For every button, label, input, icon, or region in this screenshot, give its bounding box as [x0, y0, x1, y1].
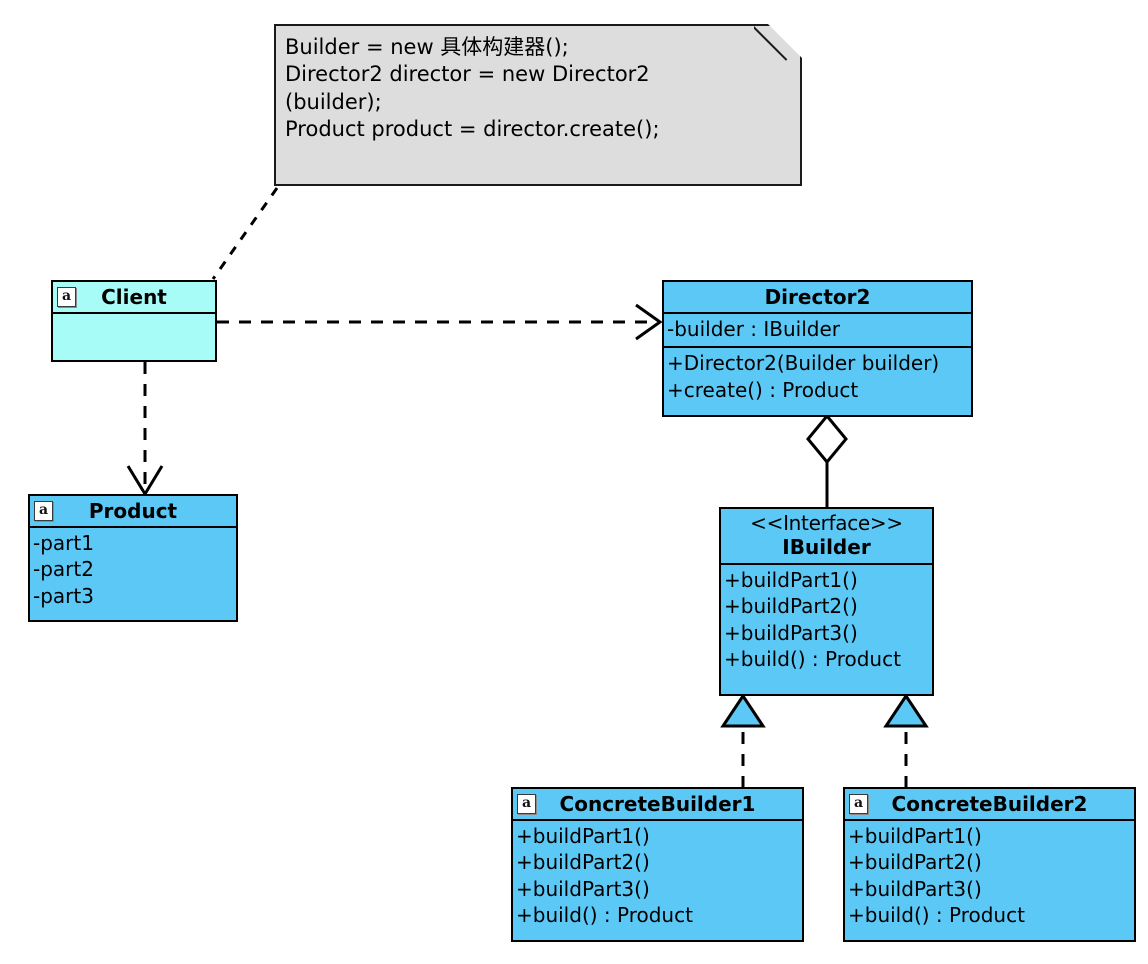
class-member-row: +buildPart1()	[516, 824, 650, 848]
class-box-client[interactable]: a Client	[51, 280, 217, 362]
class-title-client: a Client	[53, 282, 215, 314]
class-name-director2: Director2	[764, 285, 871, 309]
class-operations-concretebuilder1: +buildPart1() +buildPart2() +buildPart3(…	[513, 821, 802, 933]
class-badge-icon: a	[849, 794, 868, 814]
class-member-row: +buildPart3()	[516, 876, 650, 901]
class-member-row: +buildPart1()	[848, 824, 982, 848]
note-fold-edge	[754, 24, 802, 72]
class-stereotype-ibuilder: <<Interface>>	[750, 511, 903, 535]
class-title-concretebuilder1: a ConcreteBuilder1	[513, 789, 802, 821]
note-line-2: Director2 director = new Director2	[285, 62, 650, 87]
class-operations-ibuilder: +buildPart1() +buildPart2() +buildPart3(…	[721, 565, 932, 677]
class-name-product: Product	[88, 499, 178, 523]
class-attributes-director2: -builder : IBuilder	[664, 314, 971, 349]
class-member-row: +Director2(Builder builder)	[667, 351, 940, 376]
class-badge-icon: a	[34, 501, 53, 521]
class-name-ibuilder: IBuilder	[782, 535, 871, 560]
class-member-row: +buildPart3()	[724, 620, 858, 645]
class-member-row: +build() : Product	[724, 647, 901, 672]
client-director2-arrowhead	[635, 303, 663, 341]
class-name-concretebuilder2: ConcreteBuilder2	[891, 792, 1088, 816]
class-member-row: +buildPart2()	[724, 594, 858, 619]
class-title-ibuilder: <<Interface>> IBuilder	[721, 509, 932, 565]
class-name-client: Client	[101, 285, 167, 309]
client-code-note[interactable]: Builder = new 具体构建器(); Director2 directo…	[274, 24, 802, 186]
note-link-line	[211, 187, 279, 280]
class-box-director2[interactable]: Director2 -builder : IBuilder +Director2…	[662, 280, 973, 417]
class-member-row: +buildPart1()	[724, 568, 858, 592]
cb1-realization-triangle	[720, 693, 766, 728]
class-badge-icon: a	[517, 794, 536, 814]
class-members-client	[53, 314, 215, 360]
cb2-realization-triangle	[883, 693, 929, 728]
class-member-row: +build() : Product	[516, 903, 693, 928]
class-member-row: -part3	[33, 583, 94, 608]
note-line-3: (builder);	[285, 89, 382, 114]
class-member-row: -builder : IBuilder	[667, 317, 841, 341]
class-member-row: +buildPart3()	[848, 876, 982, 901]
class-box-product[interactable]: a Product -part1 -part2 -part3	[28, 494, 238, 622]
class-operations-concretebuilder2: +buildPart1() +buildPart2() +buildPart3(…	[845, 821, 1134, 933]
class-member-row: +create() : Product	[667, 377, 859, 402]
class-title-concretebuilder2: a ConcreteBuilder2	[845, 789, 1134, 821]
class-name-concretebuilder1: ConcreteBuilder1	[559, 792, 756, 816]
note-line-4: Product product = director.create();	[285, 116, 660, 141]
note-line-1: Builder = new 具体构建器();	[285, 35, 569, 59]
class-member-row: +buildPart2()	[848, 850, 982, 875]
aggregation-diamond	[806, 413, 848, 465]
class-box-concretebuilder2[interactable]: a ConcreteBuilder2 +buildPart1() +buildP…	[843, 787, 1136, 942]
class-member-row: +buildPart2()	[516, 850, 650, 875]
class-title-director2: Director2	[664, 282, 971, 314]
class-member-row: -part1	[33, 531, 94, 555]
class-operations-director2: +Director2(Builder builder) +create() : …	[664, 348, 971, 407]
class-title-product: a Product	[30, 496, 236, 528]
class-box-ibuilder[interactable]: <<Interface>> IBuilder +buildPart1() +bu…	[719, 507, 934, 696]
client-product-arrowhead	[126, 465, 164, 497]
class-badge-icon: a	[57, 287, 76, 307]
class-attributes-product: -part1 -part2 -part3	[30, 528, 236, 613]
class-member-row: +build() : Product	[848, 903, 1025, 928]
class-box-concretebuilder1[interactable]: a ConcreteBuilder1 +buildPart1() +buildP…	[511, 787, 804, 942]
class-member-row: -part2	[33, 557, 94, 582]
